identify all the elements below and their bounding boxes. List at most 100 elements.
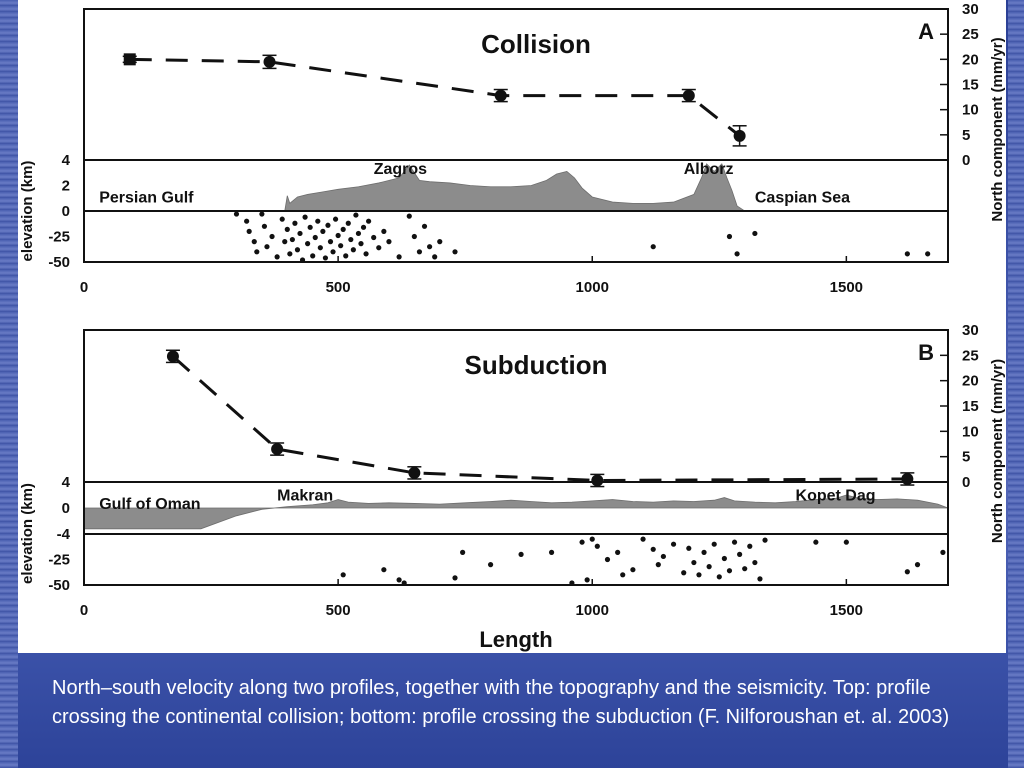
region-label: Persian Gulf — [99, 189, 194, 206]
earthquake-point — [711, 541, 717, 547]
earthquake-point — [742, 566, 748, 572]
earthquake-point — [630, 567, 636, 573]
earthquake-point — [350, 247, 356, 253]
earthquake-point — [376, 245, 382, 251]
earthquake-point — [660, 553, 666, 560]
region-label: Kopet Dag — [796, 487, 876, 504]
panel-letter: B — [918, 340, 934, 365]
elevation-axis-label: elevation (km) — [19, 161, 36, 262]
earthquake-point — [615, 549, 621, 555]
earthquake-point — [737, 551, 743, 558]
depth-tick-label: -25 — [48, 552, 70, 569]
earthquake-point — [322, 255, 329, 261]
earthquake-point — [487, 562, 494, 568]
earthquake-point — [251, 239, 257, 245]
earthquake-point — [282, 239, 288, 245]
earthquake-point — [279, 216, 285, 222]
velocity-point — [408, 466, 421, 479]
earthquake-point — [381, 567, 387, 573]
earthquake-point — [437, 239, 443, 245]
elevation-tick-label: 4 — [62, 474, 71, 491]
earthquake-point — [460, 549, 466, 555]
velocity-tick-label: 15 — [962, 398, 979, 415]
earthquake-point — [259, 211, 265, 217]
earthquake-point — [604, 556, 611, 563]
earthquake-point — [297, 230, 303, 237]
earthquake-point — [518, 551, 524, 558]
velocity-point — [263, 55, 276, 68]
velocity-tick-label: 25 — [962, 347, 979, 364]
region-label: Caspian Sea — [755, 189, 850, 206]
x-tick-label: 0 — [80, 602, 88, 619]
earthquake-point — [320, 228, 326, 234]
earthquake-point — [726, 568, 733, 574]
earthquake-point — [411, 233, 417, 240]
chart-title: Subduction — [465, 350, 608, 380]
elevation-tick-label: -4 — [57, 526, 71, 543]
earthquake-point — [650, 244, 656, 250]
topography-area — [83, 494, 949, 530]
velocity-tick-label: 25 — [962, 26, 979, 43]
earthquake-point — [640, 536, 646, 542]
region-label: Alborz — [684, 161, 734, 178]
earthquake-point — [584, 577, 590, 583]
earthquake-point — [327, 239, 334, 245]
earthquake-point — [371, 234, 377, 241]
earthquake-point — [701, 549, 707, 555]
x-tick-label: 0 — [80, 279, 88, 296]
earthquake-point — [312, 234, 318, 241]
earthquake-point — [579, 539, 585, 545]
x-axis-label: Length — [479, 627, 552, 652]
earthquake-point — [589, 536, 595, 542]
velocity-point — [271, 443, 284, 456]
velocity-tick-label: 0 — [962, 474, 970, 491]
background-strip-left — [0, 0, 18, 768]
earthquake-point — [294, 247, 301, 253]
plot-frame — [83, 329, 949, 586]
earthquake-point — [925, 251, 931, 257]
velocity-tick-label: 0 — [962, 152, 970, 169]
depth-tick-label: -50 — [48, 577, 70, 594]
velocity-tick-label: 5 — [962, 449, 970, 466]
velocity-point — [494, 89, 507, 102]
earthquake-point — [307, 224, 313, 230]
velocity-point — [901, 472, 914, 485]
elevation-tick-label: 0 — [62, 203, 70, 220]
earthquake-point — [427, 244, 433, 250]
earthquake-point — [681, 570, 687, 576]
earthquake-point — [274, 254, 280, 260]
earthquake-point — [360, 224, 367, 230]
panel-letter: A — [918, 19, 934, 44]
earthquake-point — [345, 220, 351, 226]
earthquake-point — [747, 543, 753, 549]
earthquake-point — [670, 541, 677, 547]
earthquake-point — [686, 545, 692, 551]
earthquake-point — [332, 216, 339, 222]
earthquake-point — [292, 220, 298, 226]
velocity-tick-label: 20 — [962, 373, 979, 390]
earthquake-point — [401, 580, 407, 586]
earthquake-point — [315, 218, 321, 224]
earthquake-point — [310, 253, 316, 259]
velocity-series-line — [171, 355, 908, 482]
earthquake-point — [406, 213, 412, 219]
earthquake-point — [396, 254, 402, 260]
earthquake-point — [762, 537, 768, 543]
earthquake-point — [813, 539, 819, 545]
earthquake-point — [691, 559, 697, 566]
velocity-tick-label: 30 — [962, 1, 979, 18]
earthquake-point — [358, 241, 364, 247]
earthquake-point — [904, 569, 910, 575]
earthquake-point — [396, 577, 402, 583]
earthquake-point — [734, 251, 740, 257]
earthquake-point — [655, 562, 661, 568]
velocity-series-line — [129, 57, 741, 138]
earthquake-point — [355, 230, 362, 237]
earthquake-point — [706, 564, 712, 570]
earthquake-point — [843, 539, 849, 545]
earthquake-point — [452, 249, 458, 255]
velocity-tick-label: 30 — [962, 322, 979, 339]
earthquake-point — [348, 236, 354, 243]
earthquake-point — [731, 539, 738, 545]
